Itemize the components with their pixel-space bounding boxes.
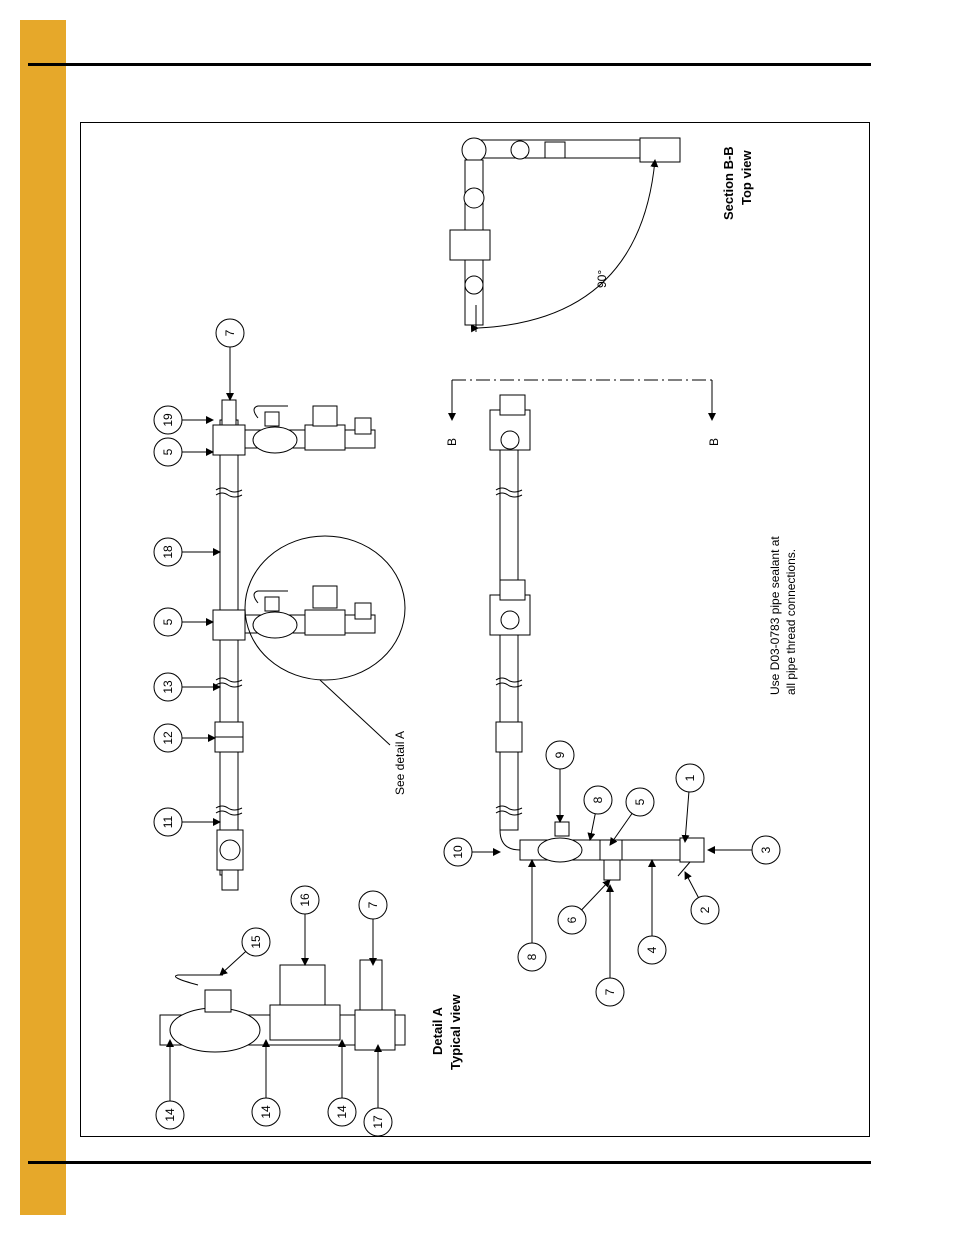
callout-14: 14 <box>251 1039 281 1127</box>
callout-6: 6 <box>557 879 611 935</box>
callout-8: 8 <box>583 785 613 841</box>
callout-label: 4 <box>645 946 659 953</box>
callout-label: 7 <box>223 329 237 336</box>
callout-label: 8 <box>591 796 605 803</box>
callout-label: 8 <box>525 953 539 960</box>
callout-label: 14 <box>335 1105 349 1119</box>
detail-a-title: Detail A <box>430 1006 445 1055</box>
callout-15: 15 <box>219 927 271 976</box>
see-detail-label: See detail A <box>393 731 407 795</box>
callout-label: 6 <box>565 916 579 923</box>
section-mark-left: B <box>445 438 459 446</box>
drawing-frame <box>80 122 870 1137</box>
callout-2: 2 <box>684 871 720 925</box>
callout-3: 3 <box>707 835 781 865</box>
callout-label: 11 <box>161 815 175 828</box>
detail-a-subtitle: Typical view <box>448 993 463 1070</box>
callout-19: 19 <box>153 405 214 435</box>
sealant-note-line2: all pipe thread connections. <box>784 549 798 695</box>
callout-5: 5 <box>153 437 214 467</box>
callout-9: 9 <box>545 740 575 823</box>
detail-a-circle <box>244 535 406 681</box>
section-bb-view <box>449 137 681 326</box>
sealant-note-line1: Use D03-0783 pipe sealant at <box>768 536 782 695</box>
callout-5: 5 <box>153 607 214 637</box>
callout-label: 17 <box>371 1115 385 1129</box>
callout-7: 7 <box>215 318 245 401</box>
callout-4: 4 <box>637 859 667 965</box>
section-bb-subtitle: Top view <box>739 149 754 205</box>
callout-label: 14 <box>163 1108 177 1122</box>
callout-7: 7 <box>595 884 625 1007</box>
callout-label: 12 <box>161 731 175 745</box>
callout-label: 5 <box>161 618 175 625</box>
callout-label: 16 <box>298 893 312 907</box>
callout-10: 10 <box>443 837 501 867</box>
upper-manifold <box>212 399 376 891</box>
callout-12: 12 <box>153 723 216 753</box>
callout-11: 11 <box>153 807 221 837</box>
callout-label: 19 <box>161 413 175 427</box>
header-rule <box>28 63 871 66</box>
callout-5: 5 <box>609 787 655 846</box>
callout-8: 8 <box>517 859 547 972</box>
callout-14: 14 <box>155 1039 185 1130</box>
callout-16: 16 <box>290 885 320 966</box>
lower-manifold <box>489 394 705 881</box>
callout-label: 5 <box>633 798 647 805</box>
chapter-tab <box>20 20 66 1215</box>
callout-14: 14 <box>327 1039 357 1127</box>
callout-1: 1 <box>675 763 705 843</box>
section-bb-title: Section B-B <box>721 146 736 220</box>
detail-a-view <box>159 959 406 1053</box>
footer-rule <box>28 1161 871 1164</box>
callout-18: 18 <box>153 537 221 567</box>
callout-label: 13 <box>161 680 175 694</box>
callout-label: 15 <box>249 935 263 949</box>
section-mark-right: B <box>707 438 721 446</box>
callout-13: 13 <box>153 672 221 702</box>
callout-label: 14 <box>259 1105 273 1119</box>
callout-label: 10 <box>451 845 465 859</box>
callout-label: 7 <box>366 901 380 908</box>
callout-label: 3 <box>759 846 773 853</box>
callout-label: 1 <box>683 774 697 781</box>
callout-17: 17 <box>363 1044 393 1137</box>
callout-label: 2 <box>698 906 712 913</box>
angle-label: 90° <box>595 270 609 288</box>
callout-label: 5 <box>161 448 175 455</box>
callout-label: 18 <box>161 545 175 559</box>
callout-7: 7 <box>358 890 388 966</box>
callout-label: 7 <box>603 988 617 995</box>
callout-label: 9 <box>553 751 567 758</box>
